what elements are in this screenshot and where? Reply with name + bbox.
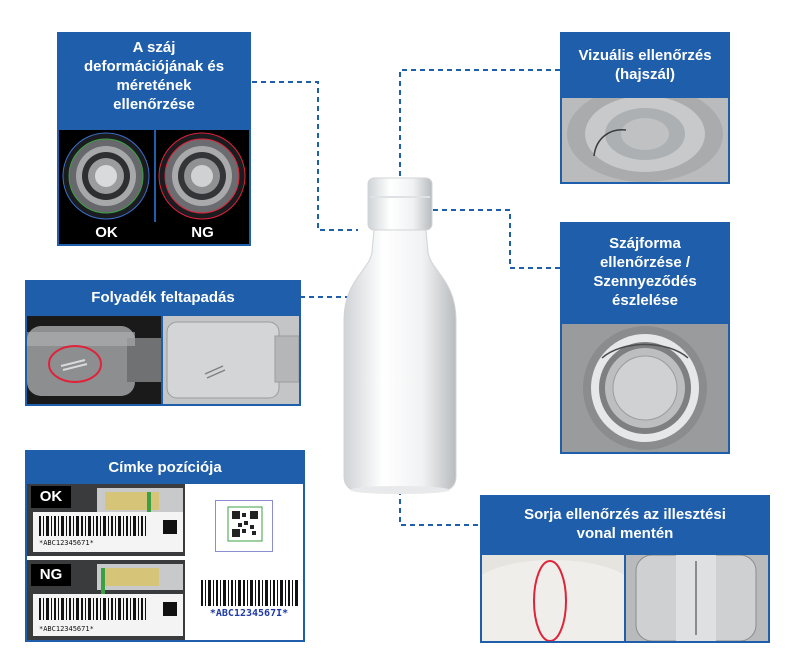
bottle-cap: [367, 177, 433, 231]
connector-visual: [399, 69, 560, 196]
panel-burr-inspection: Sorja ellenőrzés az illesztési vonal men…: [480, 495, 770, 643]
ng-label-image: [27, 560, 185, 640]
panel-mouth-deformation: A száj deformációjának és méretének elle…: [57, 32, 251, 246]
hair-image: [562, 98, 728, 182]
panel-label-position: Címke pozíciója OK *ABC12345671*: [25, 450, 305, 642]
ng-mouth-image: [156, 130, 249, 222]
large-barcode-image: *ABC1234567I*: [197, 578, 301, 620]
panel-title: Vizuális ellenőrzés (hajszál): [578, 47, 712, 83]
connector-mouth-shape: [402, 209, 560, 269]
ok-label-text: OK: [31, 486, 71, 508]
panel-title: Címke pozíciója: [108, 459, 222, 476]
panel-title: Szájforma ellenőrzése / Szennyeződés ész…: [593, 235, 697, 309]
liquid-processed-image: [163, 316, 299, 404]
connector-mouth-deformation: [252, 81, 358, 231]
ng-barcode-caption: *ABC12345671*: [39, 625, 94, 633]
panel-liquid-adhesion: Folyadék feltapadás: [25, 280, 301, 406]
burr-photo-image: [482, 555, 624, 641]
panel-title: A száj deformációjának és méretének elle…: [83, 39, 225, 113]
ng-label: NG: [191, 224, 214, 241]
ng-label-text: NG: [31, 564, 71, 586]
mouth-shape-image: [562, 324, 728, 452]
ok-barcode-caption: *ABC12345671*: [39, 539, 94, 547]
ok-mouth-image: [59, 130, 154, 222]
ok-label: OK: [95, 224, 118, 241]
bottle-illustration: [343, 177, 457, 494]
qr-code-image: [215, 500, 273, 552]
panel-visual-inspection: Vizuális ellenőrzés (hajszál): [560, 32, 730, 184]
burr-processed-image: [626, 555, 768, 641]
panel-mouth-shape: Szájforma ellenőrzése / Szennyeződés ész…: [560, 222, 730, 454]
panel-title: Sorja ellenőrzés az illesztési vonal men…: [524, 506, 726, 542]
large-barcode-caption: *ABC1234567I*: [209, 608, 289, 619]
panel-title: Folyadék feltapadás: [91, 289, 235, 306]
liquid-xray-image: [27, 316, 161, 404]
bottle-body: [343, 229, 457, 493]
